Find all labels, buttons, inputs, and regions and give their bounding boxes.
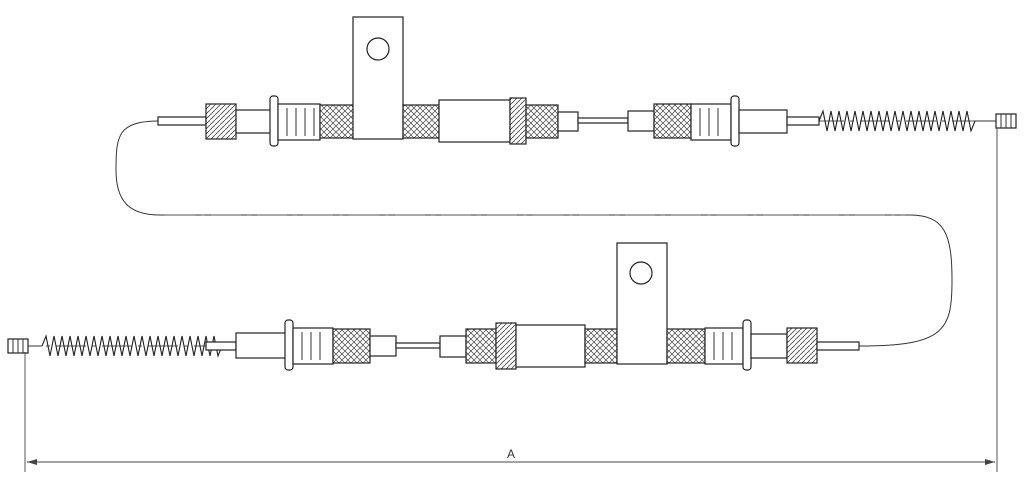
upper-flange-right xyxy=(730,95,740,147)
lower-sheath-d xyxy=(666,328,706,364)
lower-hatched-fitting xyxy=(786,327,818,364)
upper-ferrule xyxy=(627,110,655,132)
upper-bracket-hole xyxy=(366,37,390,61)
upper-nipple-ribs xyxy=(1000,114,1012,128)
dimension-arrow-right xyxy=(985,459,995,465)
upper-end-wire xyxy=(786,116,820,126)
lower-assembly xyxy=(7,242,860,371)
upper-assembly xyxy=(157,16,1017,147)
lower-sheath-c xyxy=(584,328,618,364)
upper-hatched-fitting xyxy=(205,103,237,140)
upper-cable-end xyxy=(157,116,207,126)
upper-spring xyxy=(818,109,976,133)
upper-tube xyxy=(557,111,579,132)
upper-sheath-d xyxy=(653,103,692,139)
upper-grommet xyxy=(438,99,511,143)
upper-flange-left xyxy=(269,95,279,147)
upper-inner-wire xyxy=(577,117,629,124)
upper-grommet-ring xyxy=(509,97,527,145)
lower-grommet-ring xyxy=(495,322,517,370)
lower-bracket xyxy=(616,242,668,365)
upper-sheath-a xyxy=(319,104,355,139)
lower-adjuster-right-ribs xyxy=(713,332,733,360)
lower-sheath-b xyxy=(465,328,497,364)
lower-adjuster-right xyxy=(704,327,744,365)
lower-end-wire xyxy=(205,341,237,351)
lower-end-sleeve xyxy=(235,332,287,359)
lower-spring xyxy=(41,334,223,358)
upper-adjuster-ribs xyxy=(286,108,315,136)
lower-adjuster xyxy=(292,327,334,365)
lower-flange-right xyxy=(742,319,752,371)
dimension-label: A xyxy=(507,447,515,461)
upper-adjuster-right xyxy=(690,103,732,141)
cable-loop xyxy=(115,120,953,347)
lower-sleeve xyxy=(750,333,788,359)
lower-adjuster-ribs xyxy=(301,332,321,360)
lower-cable-end xyxy=(816,341,860,351)
upper-end-sleeve xyxy=(738,109,788,134)
lower-inner-wire xyxy=(395,342,441,349)
lower-tube xyxy=(439,335,467,358)
lower-bracket-hole xyxy=(629,261,653,285)
upper-adjuster-right-ribs xyxy=(699,108,719,136)
dimension-arrow-left xyxy=(27,459,37,465)
lower-flange-left xyxy=(284,319,294,371)
upper-bracket xyxy=(352,16,404,140)
lower-nipple-ribs xyxy=(12,339,24,353)
lower-grommet xyxy=(515,324,586,368)
upper-sheath-c xyxy=(525,104,559,139)
dimension-a: A xyxy=(24,128,998,472)
lower-sheath-a xyxy=(332,328,371,364)
upper-sheath-b xyxy=(402,104,440,139)
upper-sleeve xyxy=(235,109,273,134)
lower-ferrule xyxy=(369,335,397,357)
